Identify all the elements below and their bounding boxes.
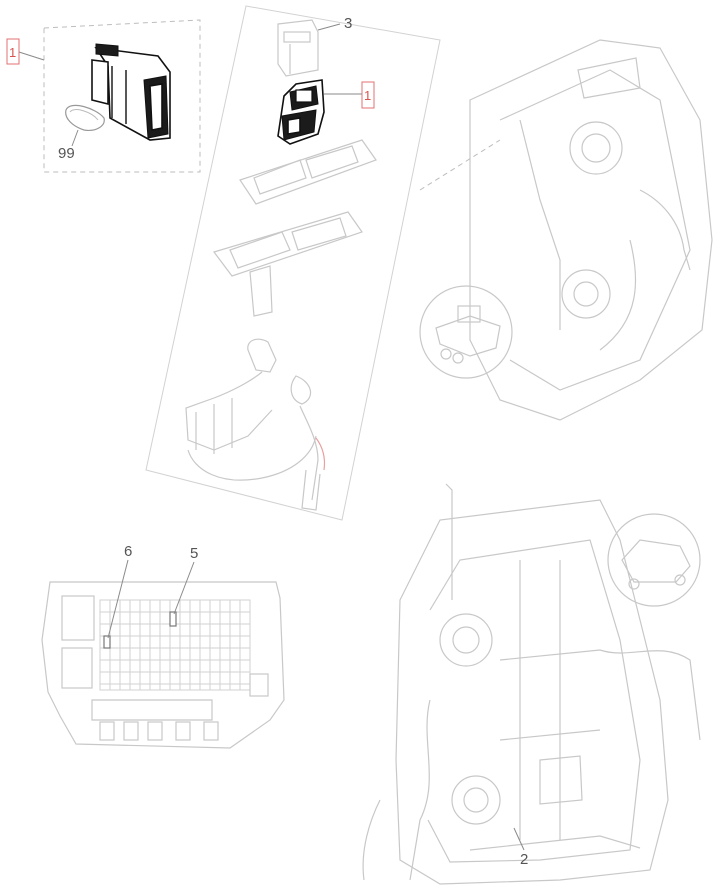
callout-2[interactable]: 2: [520, 851, 528, 868]
bezel-plate-upper: [239, 139, 377, 205]
callout-3[interactable]: 3: [344, 15, 352, 32]
callout-6[interactable]: 6: [124, 543, 132, 560]
wiring-harness: [185, 338, 326, 511]
grommet-part: [65, 104, 105, 131]
reference-box-right: [361, 81, 375, 109]
window-switch-highlighted[interactable]: [91, 43, 171, 141]
front-door-ghost: [419, 39, 713, 421]
rear-door-ghost: [362, 483, 701, 885]
ghost-switch-3: [277, 19, 319, 77]
reference-box-left: [6, 38, 20, 65]
fuse-5: [169, 611, 177, 627]
vehicle-orientation-icon-bottom: [607, 513, 701, 607]
window-switch-exploded[interactable]: [277, 79, 325, 145]
fuse-box-ghost: [41, 581, 285, 749]
bezel-plate-lower: [213, 211, 363, 317]
switch-detail-inset: [43, 19, 201, 173]
callout-99[interactable]: 99: [58, 145, 75, 162]
exploded-console-panel: [145, 5, 441, 521]
callout-ref1-left[interactable]: 1: [9, 45, 16, 60]
callout-ref1-right[interactable]: 1: [364, 88, 371, 103]
callout-5[interactable]: 5: [190, 545, 198, 562]
vehicle-orientation-icon-top: [419, 285, 513, 379]
fuse-6: [103, 635, 111, 649]
